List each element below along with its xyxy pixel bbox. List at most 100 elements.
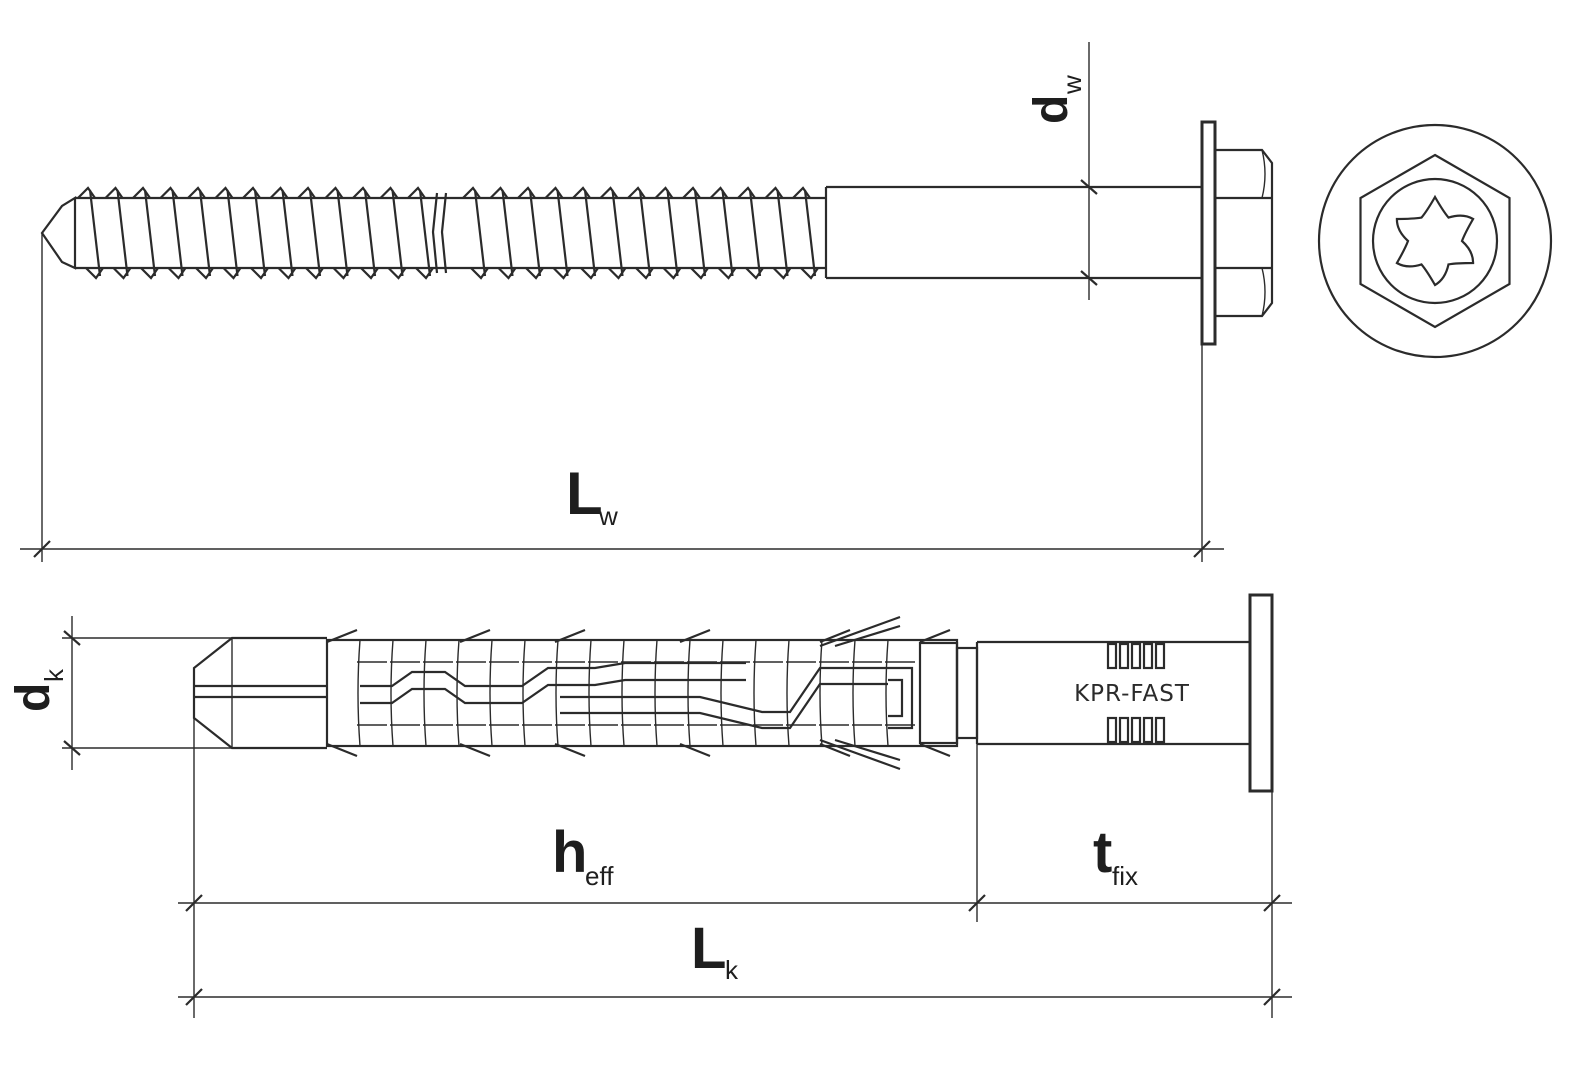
label-dk-main: d xyxy=(7,683,60,712)
expansion-strip-top xyxy=(360,661,746,688)
sleeve-segment-divider xyxy=(357,639,361,747)
thread-crest xyxy=(682,186,709,280)
thread-crest xyxy=(269,186,297,280)
sleeve-barb xyxy=(919,628,951,644)
hex-outline xyxy=(1359,153,1511,329)
sleeve-barb xyxy=(679,628,711,644)
label-dw-sub: w xyxy=(1057,75,1087,95)
sleeve-segment-divider xyxy=(522,639,526,747)
label-lw-sub: w xyxy=(598,501,618,531)
sleeve-barb xyxy=(554,742,586,758)
expansion-strip-lower-top xyxy=(560,666,888,714)
sleeve-segment-divider xyxy=(588,639,592,747)
dimensions-lower: h eff t fix L k xyxy=(178,718,1292,1018)
label-dk-sub: k xyxy=(39,668,69,682)
lk-tick-right xyxy=(1263,988,1281,1006)
expansion-cap-inner xyxy=(888,678,904,718)
sleeve-segment-divider xyxy=(687,639,691,747)
heff-tick-left xyxy=(185,894,203,912)
thread-crest xyxy=(187,186,214,280)
sleeve-barb xyxy=(834,624,901,648)
sleeve-segment-divider xyxy=(621,639,625,747)
sleeve-barb xyxy=(834,738,901,762)
thread-crest xyxy=(77,186,104,280)
sleeve-barb xyxy=(819,742,851,758)
label-tfix-sub: fix xyxy=(1112,861,1138,891)
sleeve-segment-divider xyxy=(852,639,856,747)
heff-tick-right xyxy=(968,894,986,912)
sleeve-segment-divider xyxy=(423,639,427,747)
sleeve-segment-divider xyxy=(390,639,394,747)
anchor-sleeve xyxy=(325,638,959,748)
label-dw-main: d xyxy=(1025,95,1078,124)
anchor-sleeve-barbs xyxy=(326,615,951,771)
sleeve-barb xyxy=(919,742,951,758)
sleeve-barb xyxy=(459,742,491,758)
sleeve-barb xyxy=(819,738,901,771)
lk-tick-left xyxy=(185,988,203,1006)
thread-crest xyxy=(324,186,352,280)
label-heff-main: h xyxy=(552,820,587,885)
dimension-dw: d w xyxy=(1025,42,1098,300)
grip-rib xyxy=(1154,716,1166,744)
sleeve-segment-divider xyxy=(885,639,889,747)
screw-head-end-view xyxy=(1317,123,1553,359)
lw-tick-left xyxy=(33,540,51,558)
hex-inner-circle xyxy=(1371,177,1499,305)
grip-rib xyxy=(1142,642,1154,670)
sleeve-segment-divider xyxy=(456,639,460,747)
screw-thread xyxy=(77,186,819,280)
screw-washer-flange xyxy=(1200,120,1217,346)
thread-crest xyxy=(572,186,599,280)
label-heff-sub: eff xyxy=(585,861,614,891)
sleeve-barb xyxy=(819,628,851,644)
thread-crest xyxy=(214,186,242,280)
thread-crest xyxy=(352,186,379,280)
hex-chamfer-1 xyxy=(1261,149,1266,199)
anchor-head-plate xyxy=(1248,593,1274,793)
thread-crest xyxy=(489,186,517,280)
dk-tick-bottom xyxy=(63,740,81,756)
label-lk-sub: k xyxy=(725,955,739,985)
break-line-left xyxy=(431,192,439,274)
sleeve-segment-divider xyxy=(819,639,823,747)
grip-rib xyxy=(1154,642,1166,670)
expansion-strip-lower-bottom xyxy=(560,682,888,730)
label-tfix-main: t xyxy=(1093,820,1112,885)
sleeve-segment-divider xyxy=(720,639,724,747)
brand-marking: KPR-FAST xyxy=(1074,681,1190,707)
label-lk-main: L xyxy=(691,916,726,981)
frame-anchor: KPR-FAST xyxy=(192,593,1274,793)
anchor-grip-ribs xyxy=(1106,642,1166,744)
expansion-strip-bottom xyxy=(360,678,746,705)
sleeve-segment-divider xyxy=(786,639,790,747)
break-line-right xyxy=(440,192,448,274)
thread-crest xyxy=(104,186,132,280)
thread-crest xyxy=(737,186,764,280)
label-lw-main: L xyxy=(566,460,603,527)
screw-tip xyxy=(40,196,77,270)
thread-crest xyxy=(654,186,682,280)
thread-crest xyxy=(544,186,572,280)
dimension-lw: L w xyxy=(20,233,1224,562)
sleeve-barb xyxy=(459,628,491,644)
thread-crest xyxy=(517,186,544,280)
thread-crest xyxy=(297,186,324,280)
sleeve-segment-divider xyxy=(654,639,658,747)
grip-rib xyxy=(1118,642,1130,670)
screw xyxy=(40,120,1274,346)
sleeve-barb xyxy=(679,742,711,758)
anchor-collar xyxy=(918,641,959,745)
sleeve-segment-divider xyxy=(489,639,493,747)
thread-crest xyxy=(159,186,187,280)
label-dk: d k xyxy=(7,668,69,712)
hex-chamfer-2 xyxy=(1261,267,1266,317)
grip-rib xyxy=(1118,716,1130,744)
dw-tick-bottom xyxy=(1080,270,1098,286)
grip-rib xyxy=(1130,716,1142,744)
sleeve-barb xyxy=(819,615,901,648)
tfix-tick-right xyxy=(1263,894,1281,912)
torx-drive-icon xyxy=(1395,194,1475,287)
thread-crest xyxy=(627,186,654,280)
